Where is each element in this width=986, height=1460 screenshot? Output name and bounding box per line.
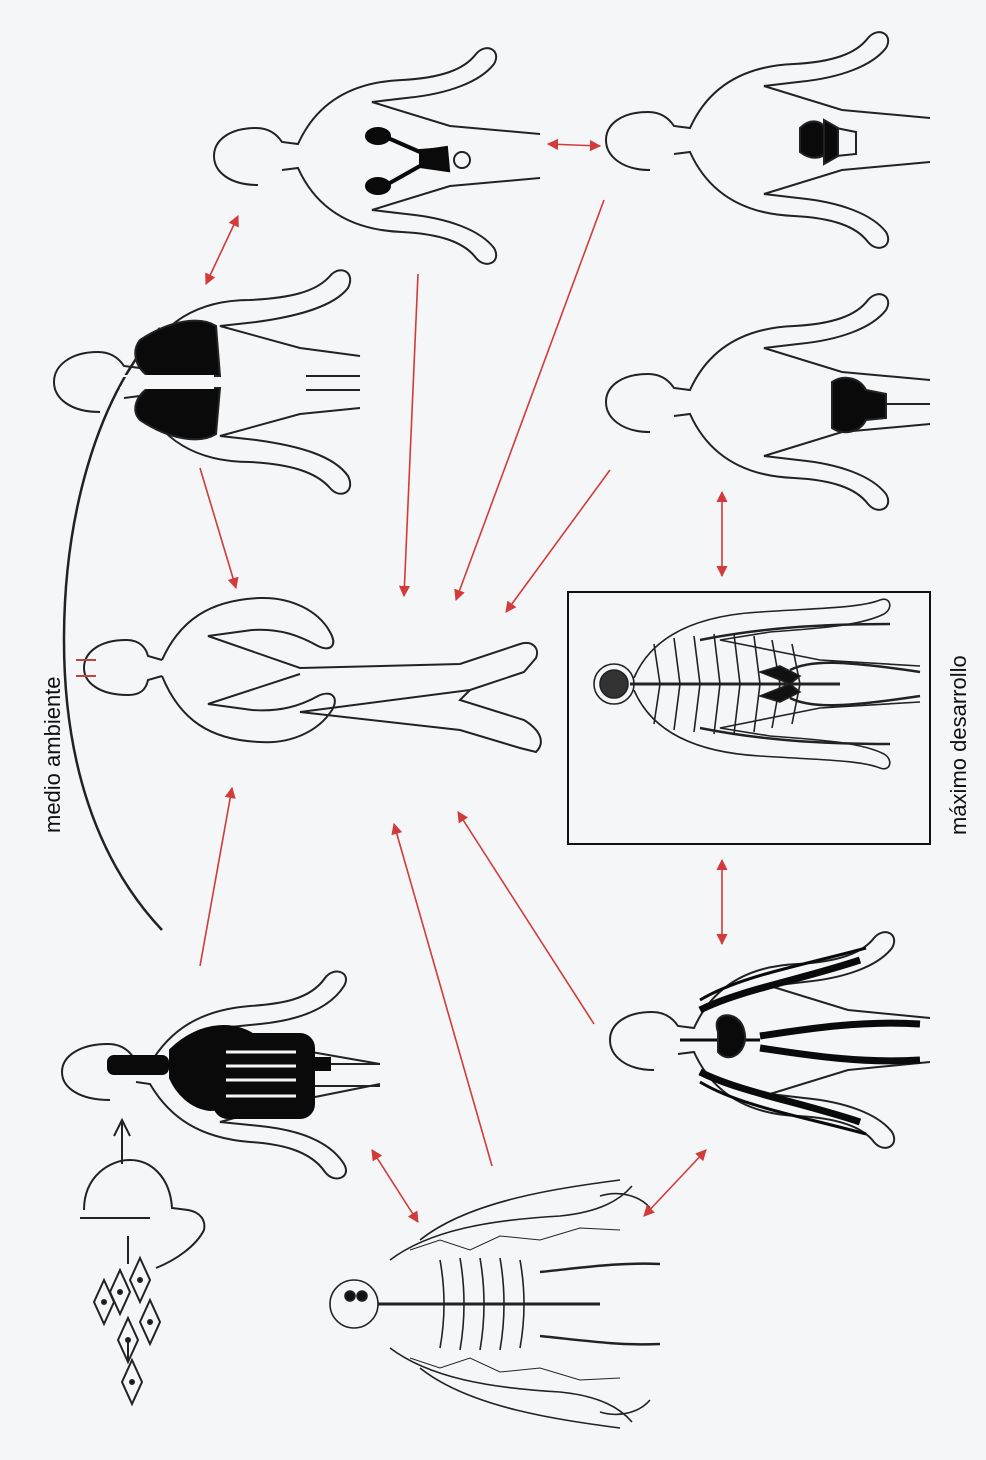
arrow-digestive-musculoskeletal	[372, 1150, 418, 1222]
reproductive-male-figure	[606, 294, 930, 510]
cell-origin-figure	[80, 1120, 204, 1404]
respiratory-figure	[54, 270, 360, 494]
arrow-respiratory-central	[200, 468, 236, 588]
max-development-label: máximo desarrollo	[946, 655, 971, 835]
environment-label: medio ambiente	[40, 676, 65, 833]
arrow-respiratory-urinary	[206, 216, 238, 284]
circulatory-figure	[610, 932, 930, 1148]
max-development-box	[568, 592, 930, 844]
reproductive-female-figure	[606, 32, 930, 248]
arrow-circulatory-musculoskeletal	[644, 1150, 706, 1216]
central-body-figure	[76, 598, 541, 752]
arrow-musculoskeletal-central	[394, 824, 492, 1166]
musculoskeletal-figure	[330, 1180, 660, 1428]
arrow-urinary-female	[548, 144, 600, 146]
arrow-male-central	[506, 470, 610, 612]
nervous-figure	[594, 599, 920, 769]
digestive-figure	[62, 972, 380, 1179]
arrow-urinary-central	[404, 274, 418, 596]
arrow-digestive-central	[200, 788, 232, 966]
urinary-figure	[214, 48, 540, 264]
